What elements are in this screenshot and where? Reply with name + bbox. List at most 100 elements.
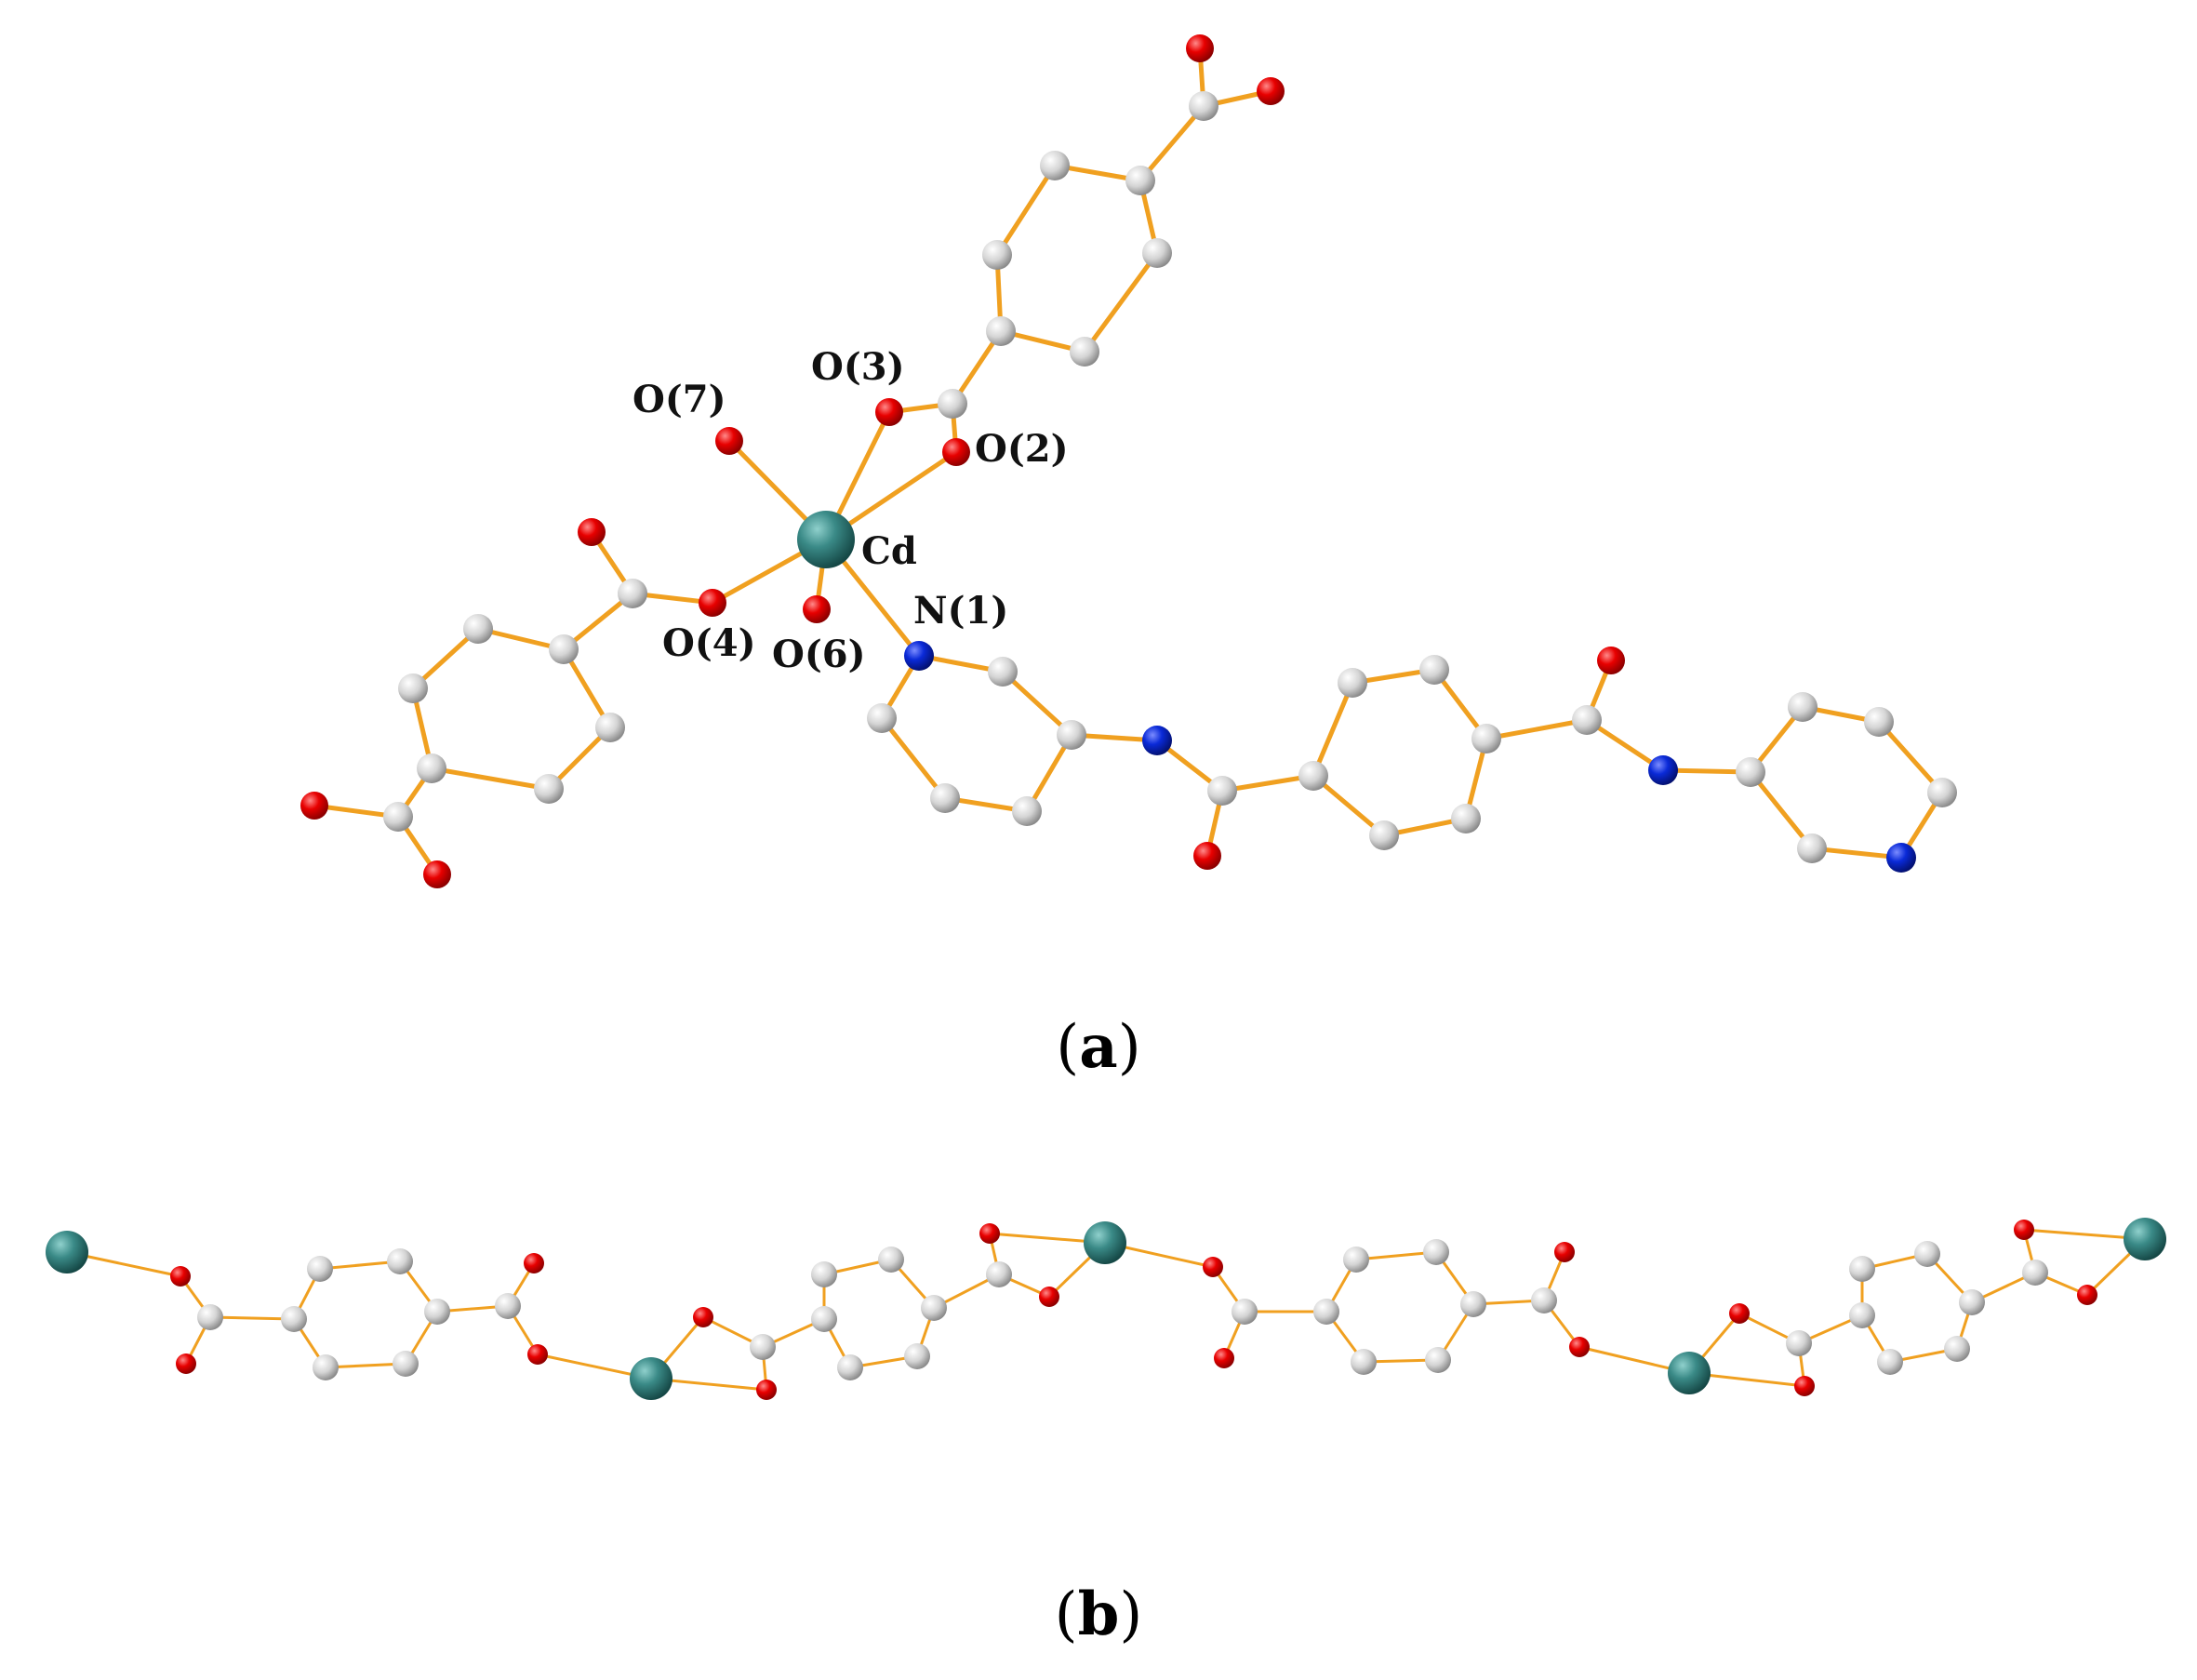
panel-b-oxygen-atom-1 xyxy=(170,1266,191,1287)
panel-a-label-open: ( xyxy=(1056,1013,1079,1082)
panel-a-nitrogen-atom-33 xyxy=(1142,726,1172,755)
label-o6: O(6) xyxy=(772,633,866,676)
panel-a-carbon-atom-42 xyxy=(1572,705,1602,735)
panel-a-carbon-atom-30 xyxy=(1012,796,1042,826)
panel-a-cadmium-atom-0 xyxy=(797,511,855,568)
panel-a-carbon-atom-9 xyxy=(1040,151,1070,180)
panel-b-oxygen-atom-12 xyxy=(527,1344,548,1365)
panel-b-oxygen-atom-15 xyxy=(756,1380,777,1400)
panel-a-bond-15 xyxy=(1138,103,1206,183)
panel-b-oxygen-atom-38 xyxy=(1569,1337,1590,1357)
panel-b-carbon-atom-36 xyxy=(1531,1287,1557,1313)
panel-a-carbon-atom-45 xyxy=(1736,757,1765,787)
panel-b-oxygen-atom-41 xyxy=(1794,1376,1815,1396)
panel-a-bond-45 xyxy=(1311,773,1387,838)
panel-b-chain-structure: (b) xyxy=(46,1218,2166,1649)
panel-b-carbon-atom-4 xyxy=(281,1306,307,1332)
panel-b-carbon-atom-18 xyxy=(811,1261,837,1287)
panel-b-carbon-atom-21 xyxy=(904,1343,930,1369)
panel-b-carbon-atom-45 xyxy=(1914,1241,1940,1267)
panel-a-oxygen-atom-24 xyxy=(300,792,328,820)
panel-a-carbon-atom-4 xyxy=(938,389,967,419)
panel-b-carbon-atom-34 xyxy=(1425,1347,1451,1373)
panel-a-oxygen-atom-13 xyxy=(1257,77,1285,105)
panel-b-label-letter: b xyxy=(1078,1580,1120,1649)
panel-a-carbon-atom-11 xyxy=(1189,91,1218,121)
panel-a-bond-39 xyxy=(1219,773,1316,793)
panel-b-carbon-atom-28 xyxy=(1232,1299,1258,1325)
panel-b-carbon-atom-20 xyxy=(921,1295,947,1321)
panel-b-cadmium-atom-39 xyxy=(1668,1352,1711,1394)
panel-a-bond-24 xyxy=(429,766,552,792)
panel-b-carbon-atom-19 xyxy=(878,1247,904,1273)
panel-a-carbon-atom-36 xyxy=(1298,761,1328,791)
panel-b-carbon-atom-9 xyxy=(313,1354,339,1380)
panel-b-carbon-atom-8 xyxy=(393,1351,419,1377)
panel-a-carbon-atom-21 xyxy=(534,774,564,804)
panel-a-bond-55 xyxy=(1748,769,1815,851)
panel-b-cadmium-atom-13 xyxy=(630,1357,672,1400)
label-o3: O(3) xyxy=(811,345,905,389)
panel-a-oxygen-atom-25 xyxy=(423,860,451,888)
label-o2: O(2) xyxy=(975,427,1069,471)
panel-b-carbon-atom-30 xyxy=(1313,1299,1339,1325)
panel-b-oxygen-atom-50 xyxy=(2014,1220,2034,1240)
panel-a-carbon-atom-48 xyxy=(1927,778,1957,807)
panel-b-label-open: ( xyxy=(1055,1580,1078,1649)
panel-a-carbon-atom-22 xyxy=(595,713,625,742)
panel-b-label-close: ) xyxy=(1119,1580,1142,1649)
panel-b-bond-35 xyxy=(1354,1250,1438,1261)
label-o7: O(7) xyxy=(632,378,726,421)
panel-a-bond-26 xyxy=(561,647,613,730)
panel-b-carbon-atom-44 xyxy=(1849,1256,1875,1282)
panel-b-label: (b) xyxy=(1055,1580,1143,1649)
panel-a-bond-31 xyxy=(1000,669,1074,738)
panel-b-oxygen-atom-37 xyxy=(1554,1242,1575,1262)
panel-a-carbon-atom-50 xyxy=(1797,833,1827,863)
panel-b-oxygen-atom-27 xyxy=(1203,1257,1223,1277)
panel-a-oxygen-atom-16 xyxy=(578,518,606,546)
panel-a-nitrogen-atom-44 xyxy=(1648,755,1678,785)
panel-b-carbon-atom-31 xyxy=(1343,1247,1369,1273)
panel-a-oxygen-atom-14 xyxy=(699,589,726,617)
panel-a-bond-13 xyxy=(994,163,1058,258)
panel-a-carbon-atom-20 xyxy=(417,753,446,783)
panel-a-carbon-atom-18 xyxy=(463,614,493,644)
panel-a-nitrogen-atom-27 xyxy=(904,641,934,671)
panel-a-bond-40 xyxy=(1311,680,1355,779)
panel-b-cadmium-atom-26 xyxy=(1084,1221,1126,1264)
panel-a-carbon-atom-34 xyxy=(1207,776,1237,806)
panel-a-carbon-atom-37 xyxy=(1338,668,1367,698)
panel-b-carbon-atom-42 xyxy=(1786,1330,1812,1356)
panel-a-carbon-atom-15 xyxy=(618,579,647,608)
panel-b-carbon-atom-7 xyxy=(424,1299,450,1325)
panel-b-carbon-atom-49 xyxy=(2022,1260,2048,1286)
label-cd: Cd xyxy=(861,529,917,573)
panel-a-carbon-atom-17 xyxy=(549,634,579,664)
panel-b-carbon-atom-43 xyxy=(1849,1302,1875,1328)
panel-b-carbon-atom-5 xyxy=(307,1256,333,1282)
panel-b-oxygen-atom-14 xyxy=(693,1307,713,1327)
panel-b-bond-5 xyxy=(318,1260,402,1271)
panel-a-carbon-atom-5 xyxy=(986,316,1016,346)
panel-b-oxygen-atom-51 xyxy=(2077,1285,2097,1305)
panel-b-cadmium-atom-0 xyxy=(46,1231,88,1273)
panel-b-carbon-atom-23 xyxy=(986,1261,1012,1287)
panel-b-bond-3 xyxy=(208,1315,296,1321)
panel-a-label: (a) xyxy=(1056,1012,1140,1082)
panel-b-cadmium-atom-52 xyxy=(2124,1218,2166,1260)
panel-a-carbon-atom-23 xyxy=(383,802,413,832)
panel-a-carbon-atom-19 xyxy=(398,673,428,703)
panel-a-bond-52 xyxy=(1876,719,1945,795)
panel-b-carbon-atom-47 xyxy=(1944,1336,1970,1362)
panel-b-carbon-atom-46 xyxy=(1959,1289,1985,1315)
panel-b-atoms xyxy=(46,1218,2166,1400)
panel-a-carbon-atom-8 xyxy=(1125,166,1155,195)
panel-b-bond-8 xyxy=(324,1362,407,1369)
label-o4: O(4) xyxy=(662,621,756,665)
panel-a-bond-10 xyxy=(1082,250,1160,354)
panel-b-carbon-atom-33 xyxy=(1460,1291,1486,1317)
panel-b-carbon-atom-16 xyxy=(750,1334,776,1360)
panel-a-carbon-atom-6 xyxy=(1070,337,1099,367)
panel-b-carbon-atom-10 xyxy=(495,1293,521,1319)
